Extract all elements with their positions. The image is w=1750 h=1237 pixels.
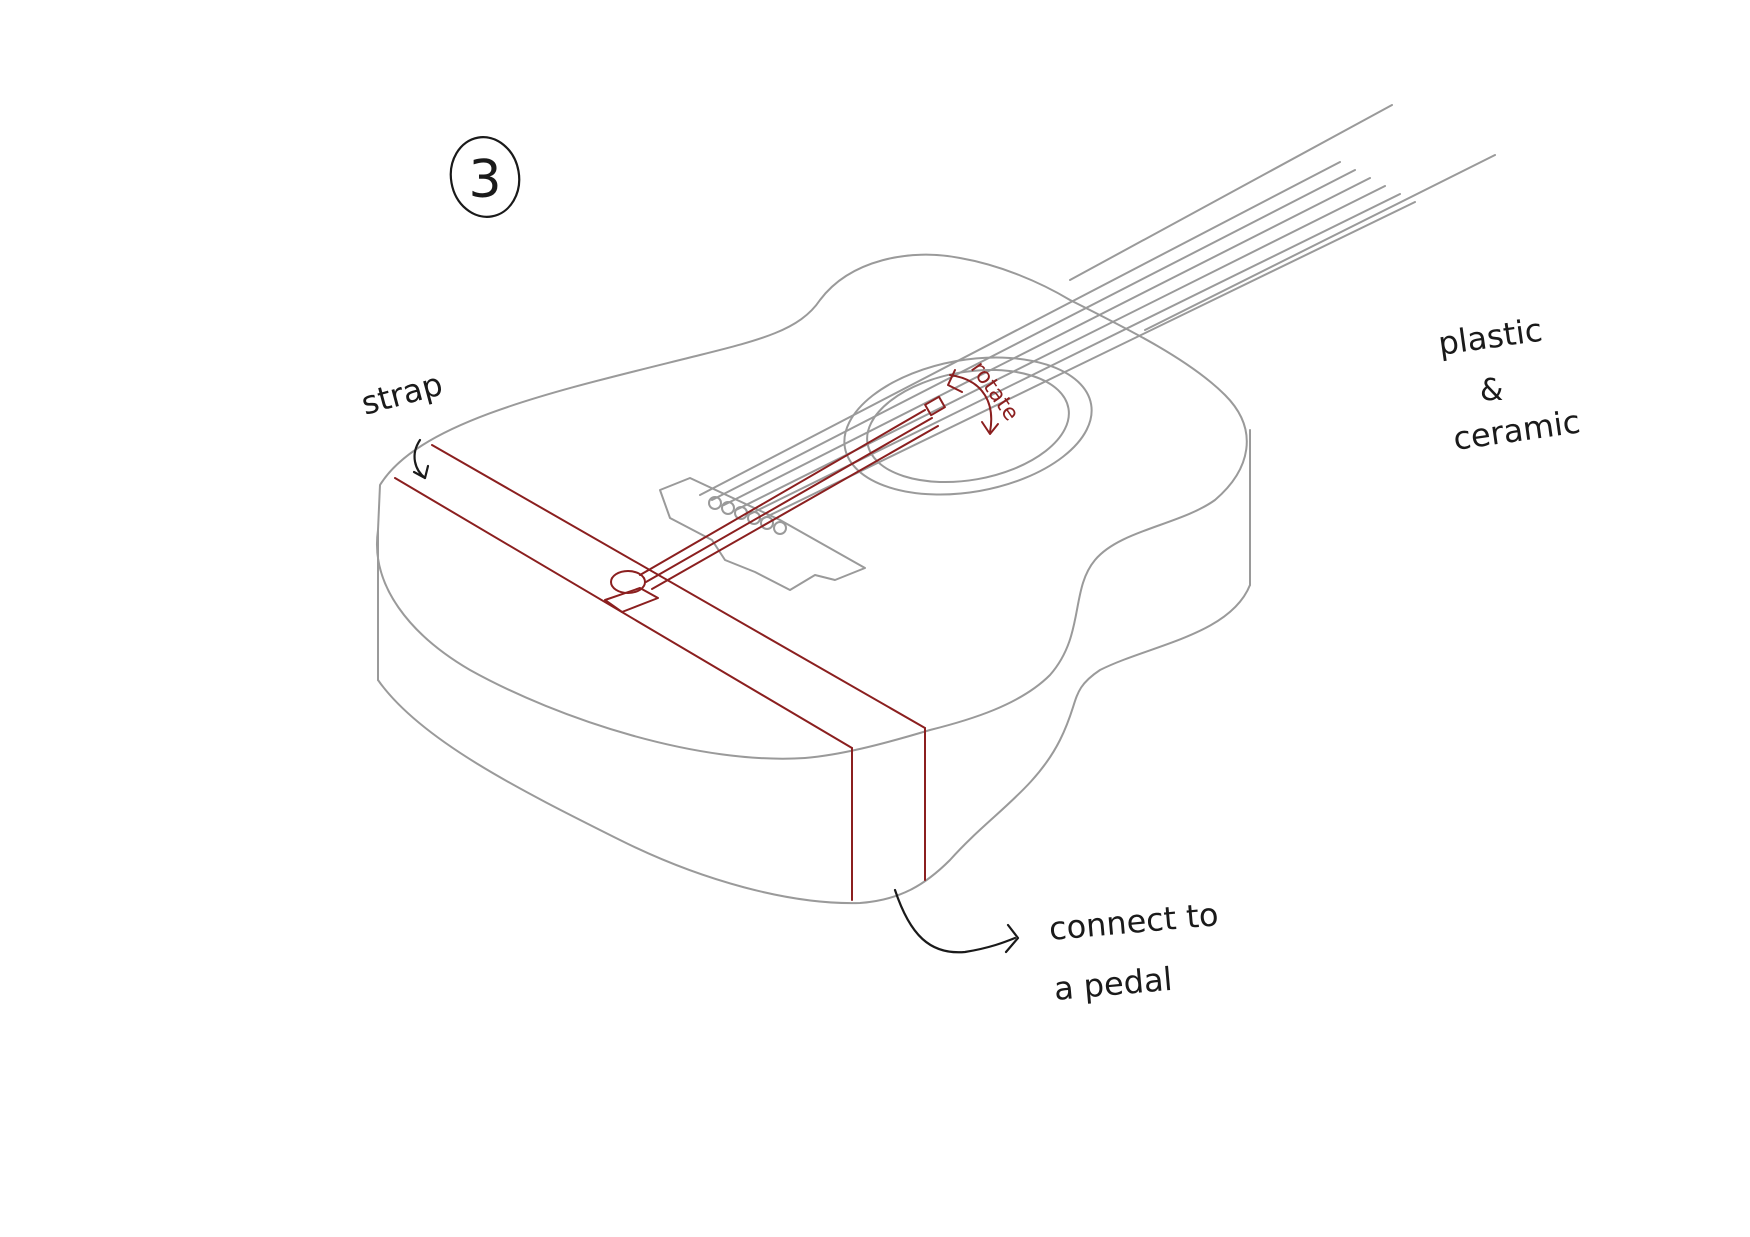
neck-edge-bottom <box>1144 154 1496 331</box>
pickup-knob-base <box>604 587 659 613</box>
rotate-bracket-icon <box>947 369 963 393</box>
sound-hole-outer <box>843 356 1093 496</box>
material-label-line2: & <box>1480 373 1503 408</box>
pedal-label-line1: connect to <box>1047 895 1220 948</box>
strap-pointer-arrowhead-icon <box>412 464 430 480</box>
pickup-rod-3 <box>651 425 939 590</box>
figure-number: 3 <box>449 136 521 218</box>
pickup-device: rotate <box>604 357 1024 613</box>
figure-number-circle <box>449 136 521 218</box>
material-label-line3: ceramic <box>1451 403 1583 458</box>
rotate-arrow-icon <box>949 374 993 433</box>
pedal-label-line2: a pedal <box>1052 960 1173 1008</box>
material-label-line1: plastic <box>1436 311 1545 363</box>
pedal-pointer-arrow-icon <box>893 888 1017 954</box>
pedal-annotation: connect to a pedal <box>893 888 1220 1008</box>
pedal-pointer-arrowhead-icon <box>1004 923 1020 954</box>
strap-line-top <box>431 444 926 729</box>
body-bottom-outline <box>377 584 1251 905</box>
guitar-body <box>376 104 1496 905</box>
figure-number-text: 3 <box>468 150 501 210</box>
material-annotation: plastic & ceramic <box>1436 311 1583 458</box>
sound-hole-inner <box>866 368 1070 484</box>
strap-line-bottom <box>394 477 853 749</box>
body-top-outline <box>376 253 1248 760</box>
rotate-arrowhead-icon <box>981 421 999 435</box>
strap-label: strap <box>357 365 446 423</box>
neck-edge-top <box>1069 104 1393 281</box>
pickup-rod-2 <box>645 417 933 583</box>
bridge <box>659 477 866 591</box>
strap-band <box>394 444 926 901</box>
pickup-sensor-icon <box>924 395 946 417</box>
pickup-rod-1 <box>639 409 926 576</box>
strings <box>699 161 1416 521</box>
